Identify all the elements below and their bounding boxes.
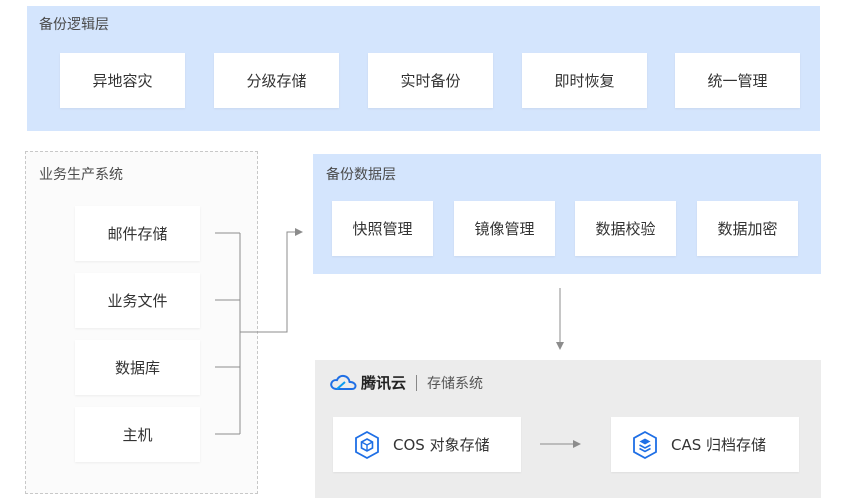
cas-archive-storage-card: CAS 归档存储 — [611, 417, 799, 472]
cos-label: COS 对象存储 — [393, 436, 490, 454]
logic-card-tiered-storage: 分级存储 — [214, 53, 339, 108]
logic-card-disaster-recovery: 异地容灾 — [60, 53, 185, 108]
tencent-cloud-logo-icon — [330, 374, 357, 390]
tencent-cloud-brand: 腾讯云 — [361, 374, 407, 392]
storage-system-label: 存储系统 — [427, 375, 484, 392]
prod-card-database: 数据库 — [75, 340, 200, 395]
connector-to-data-layer — [240, 228, 303, 333]
prod-card-host: 主机 — [75, 407, 200, 462]
logic-card-instant-restore: 即时恢复 — [522, 53, 647, 108]
cos-object-storage-card: COS 对象存储 — [333, 417, 521, 472]
cas-label: CAS 归档存储 — [671, 436, 767, 454]
data-card-snapshot: 快照管理 — [332, 201, 433, 256]
data-card-verification: 数据校验 — [575, 201, 676, 256]
cas-cube-icon — [633, 430, 657, 459]
prod-card-mail-storage: 邮件存储 — [75, 206, 200, 261]
production-system-title: 业务生产系统 — [39, 167, 123, 183]
prod-card-business-files: 业务文件 — [75, 273, 200, 328]
cos-cube-icon — [355, 430, 379, 459]
backup-logic-layer-title: 备份逻辑层 — [39, 17, 109, 33]
data-card-encryption: 数据加密 — [697, 201, 798, 256]
storage-system-header: 腾讯云 存储系统 — [329, 372, 483, 393]
logic-card-unified-management: 统一管理 — [675, 53, 800, 108]
logic-card-realtime-backup: 实时备份 — [368, 53, 493, 108]
data-card-image: 镜像管理 — [454, 201, 555, 256]
backup-data-layer-title: 备份数据层 — [326, 167, 396, 183]
header-divider — [416, 374, 418, 391]
